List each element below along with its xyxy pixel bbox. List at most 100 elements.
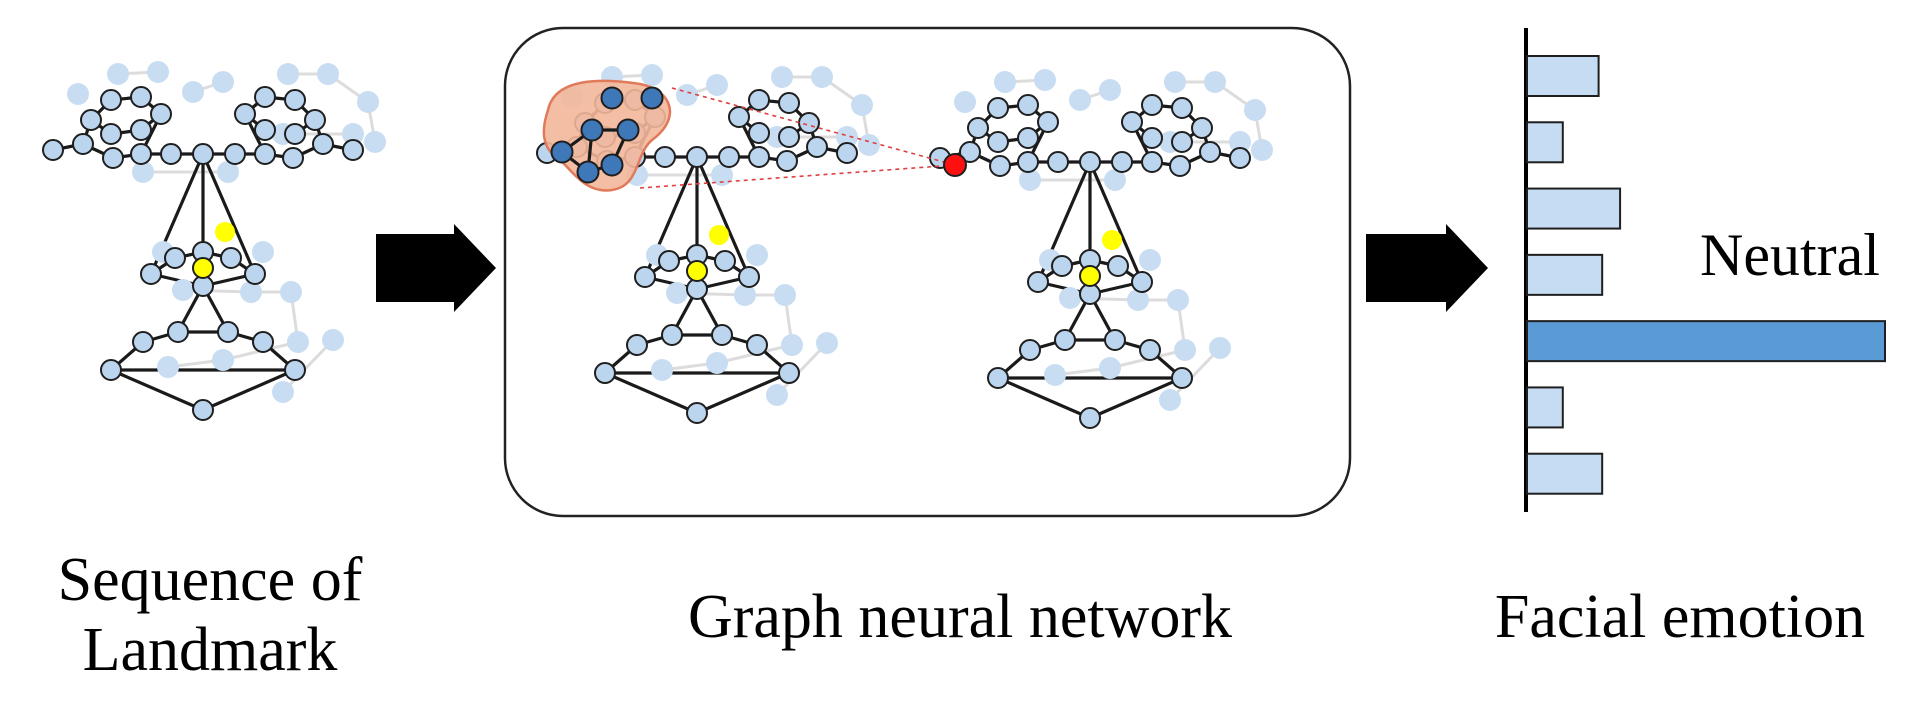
faded-landmark-node xyxy=(1139,249,1161,271)
landmark-node xyxy=(778,92,800,114)
landmark-node xyxy=(1171,131,1193,153)
landmark-node xyxy=(160,143,182,165)
faded-landmark-node xyxy=(287,331,309,353)
predicted-emotion-label: Neutral xyxy=(1700,222,1880,288)
emotion-bar-chart xyxy=(1524,28,1886,512)
landmark-node xyxy=(711,324,733,346)
faded-landmark-node xyxy=(711,164,733,186)
caption-facial-emotion: Facial emotion xyxy=(1494,583,1866,651)
faded-landmark-node xyxy=(734,284,756,306)
landmark-node xyxy=(164,247,186,269)
emotion-bar xyxy=(1526,187,1622,230)
faded-landmark-node xyxy=(1209,337,1231,359)
landmark-node xyxy=(626,334,648,356)
landmark-node xyxy=(217,321,239,343)
faded-landmark-node xyxy=(811,66,833,88)
aggregated-node xyxy=(580,118,604,142)
faded-landmark-node xyxy=(641,64,663,86)
gnn-box xyxy=(503,26,1352,518)
landmark-node xyxy=(748,146,770,168)
landmark-node xyxy=(748,122,770,144)
landmark-node xyxy=(778,362,800,384)
landmark-node xyxy=(748,89,770,111)
yellow-node xyxy=(686,260,708,282)
landmark-node xyxy=(1054,329,1076,351)
landmark-node xyxy=(959,141,981,163)
aggregated-node xyxy=(550,140,574,164)
landmark-node xyxy=(776,150,798,172)
landmark-node xyxy=(42,139,64,161)
landmark-node xyxy=(254,143,276,165)
landmark-node xyxy=(1104,329,1126,351)
aggregated-node xyxy=(600,153,624,177)
faded-landmark-node xyxy=(1059,287,1081,309)
landmark-node xyxy=(284,359,306,381)
landmark-node xyxy=(718,146,740,168)
landmark-node xyxy=(806,136,828,158)
faded-landmark-node xyxy=(851,94,873,116)
landmark-node xyxy=(284,123,306,145)
flow-arrow xyxy=(1366,224,1488,312)
landmark-node xyxy=(1047,151,1069,173)
faded-landmark-node xyxy=(364,131,386,153)
faded-landmark-node xyxy=(1251,139,1273,161)
flow-arrow xyxy=(376,224,496,312)
faded-landmark-node xyxy=(1164,71,1186,93)
caption-left-line1: Sequence of xyxy=(57,546,363,614)
yellow-node xyxy=(215,222,235,242)
faded-landmark-node xyxy=(67,83,89,105)
landmark-node xyxy=(1171,97,1193,119)
faded-landmark-node xyxy=(954,91,976,113)
landmark-node xyxy=(1131,271,1153,293)
faded-landmark-node xyxy=(342,123,364,145)
emotion-bar xyxy=(1526,386,1564,429)
faded-landmark-node xyxy=(1044,364,1066,386)
faded-landmark-node xyxy=(1019,169,1041,191)
landmark-node xyxy=(192,143,214,165)
aggregated-node xyxy=(640,86,664,110)
flow-arrows xyxy=(376,224,1488,312)
faded-landmark-node xyxy=(1174,339,1196,361)
landmark-node xyxy=(738,266,760,288)
neighborhood-aggregation xyxy=(542,79,967,192)
landmark-node xyxy=(304,109,326,131)
landmark-node xyxy=(130,86,152,108)
landmark-graph-gnn-layer-2 xyxy=(929,69,1273,429)
faded-landmark-node xyxy=(322,329,344,351)
landmark-node xyxy=(987,367,1009,389)
faded-landmark-node xyxy=(766,384,788,406)
faded-landmark-node xyxy=(217,161,239,183)
landmark-node xyxy=(1107,255,1129,277)
landmark-node xyxy=(130,143,152,165)
faded-landmark-node xyxy=(1099,79,1121,101)
landmark-node xyxy=(778,126,800,148)
landmark-node xyxy=(252,331,274,353)
landmark-node xyxy=(72,133,94,155)
landmark-node xyxy=(312,133,334,155)
landmark-node xyxy=(1171,367,1193,389)
landmark-node xyxy=(1051,255,1073,277)
landmark-node xyxy=(1199,141,1221,163)
landmark-node xyxy=(1017,94,1039,116)
faded-landmark-node xyxy=(252,241,274,263)
landmark-node xyxy=(254,86,276,108)
faded-landmark-node xyxy=(651,359,673,381)
faded-landmark-node xyxy=(746,244,768,266)
landmark-node xyxy=(658,250,680,272)
faded-landmark-node xyxy=(132,161,154,183)
landmark-node xyxy=(220,247,242,269)
caption-graph-neural-network: Graph neural network xyxy=(687,583,1232,651)
faded-landmark-node xyxy=(212,71,234,93)
landmark-node xyxy=(234,103,256,125)
faded-landmark-node xyxy=(317,63,339,85)
faded-landmark-node xyxy=(147,61,169,83)
landmark-node xyxy=(342,139,364,161)
faded-landmark-node xyxy=(706,352,728,374)
landmark-node xyxy=(654,146,676,168)
red-target-node xyxy=(943,153,967,177)
landmark-node xyxy=(836,142,858,164)
landmark-node xyxy=(167,321,189,343)
landmark-node xyxy=(594,362,616,384)
landmark-node xyxy=(989,155,1011,177)
